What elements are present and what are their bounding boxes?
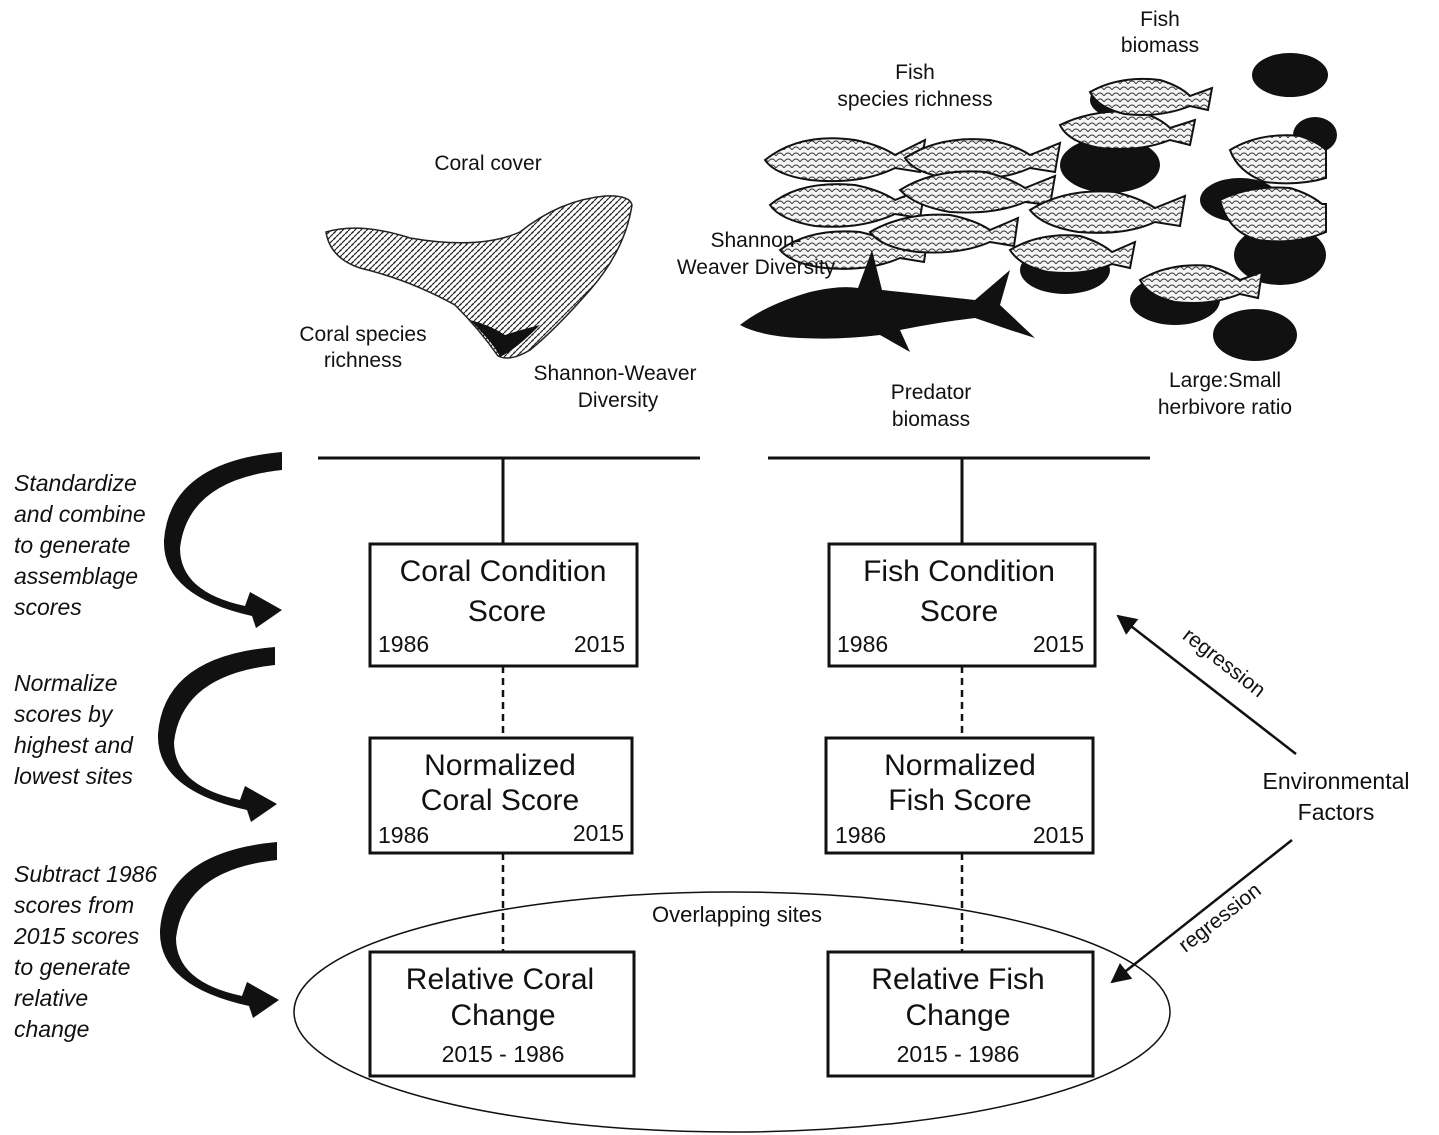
fish-illustration bbox=[740, 53, 1337, 361]
svg-text:highest and: highest and bbox=[14, 732, 134, 758]
label-predator-1: Predator bbox=[891, 381, 972, 404]
metric-labels: Coral cover Coral species richness Shann… bbox=[299, 8, 1292, 431]
regression-label-upper: regression bbox=[1178, 624, 1269, 702]
overlapping-sites-label: Overlapping sites bbox=[652, 902, 822, 927]
curved-arrow-icon bbox=[159, 842, 279, 1018]
regression-arrow-upper bbox=[1116, 614, 1297, 755]
svg-text:assemblage: assemblage bbox=[14, 563, 138, 589]
svg-text:scores from: scores from bbox=[14, 892, 134, 918]
fish-normalized-year-left: 1986 bbox=[835, 822, 886, 848]
coral-condition-box: Coral Condition Score 1986 2015 bbox=[368, 542, 639, 668]
fish-change-years: 2015 - 1986 bbox=[897, 1041, 1020, 1067]
label-fish-richness-2: species richness bbox=[837, 88, 992, 111]
fish-condition-box: Fish Condition Score 1986 2015 bbox=[827, 542, 1097, 668]
svg-text:scores: scores bbox=[14, 594, 82, 620]
curved-arrow-icon bbox=[157, 647, 277, 822]
coral-normalized-title-2: Coral Score bbox=[421, 784, 579, 817]
environmental-label-1: Environmental bbox=[1262, 768, 1409, 794]
overlapping-sites-ellipse bbox=[293, 891, 1171, 1133]
label-coral-richness-1: Coral species bbox=[299, 323, 426, 346]
label-fish-richness-1: Fish bbox=[895, 61, 935, 84]
svg-text:and combine: and combine bbox=[14, 501, 146, 527]
label-fish-biomass-2: biomass bbox=[1121, 34, 1199, 57]
fish-condition-title-2: Score bbox=[920, 595, 998, 628]
coral-normalized-year-right: 2015 bbox=[573, 820, 624, 846]
label-fish-biomass-1: Fish bbox=[1140, 8, 1180, 31]
svg-text:scores by: scores by bbox=[14, 701, 114, 727]
label-fish-diversity-2: Weaver Diversity bbox=[677, 256, 836, 279]
svg-text:lowest sites: lowest sites bbox=[14, 763, 133, 789]
fish-normalized-box: Normalized Fish Score 1986 2015 bbox=[824, 736, 1095, 855]
label-predator-2: biomass bbox=[892, 408, 970, 431]
connectors bbox=[318, 456, 1150, 952]
coral-condition-year-right: 2015 bbox=[574, 631, 625, 657]
svg-text:Standardize: Standardize bbox=[14, 470, 137, 496]
step-1-text: Standardize and combine to generate asse… bbox=[14, 470, 146, 620]
label-coral-cover: Coral cover bbox=[434, 152, 541, 175]
coral-normalized-box: Normalized Coral Score 1986 2015 bbox=[368, 736, 634, 855]
label-coral-richness-2: richness bbox=[324, 349, 402, 372]
coral-condition-title-1: Coral Condition bbox=[400, 555, 607, 588]
svg-text:Normalize: Normalize bbox=[14, 670, 118, 696]
coral-normalized-title-1: Normalized bbox=[424, 749, 576, 782]
curved-arrow-icon bbox=[163, 452, 282, 628]
fish-change-title-1: Relative Fish bbox=[871, 963, 1044, 996]
fish-change-title-2: Change bbox=[905, 999, 1010, 1032]
svg-text:Subtract 1986: Subtract 1986 bbox=[14, 861, 157, 887]
svg-text:change: change bbox=[14, 1016, 89, 1042]
fish-normalized-year-right: 2015 bbox=[1033, 822, 1084, 848]
coral-normalized-year-left: 1986 bbox=[378, 822, 429, 848]
fish-condition-title-1: Fish Condition bbox=[863, 555, 1055, 588]
fish-normalized-title-2: Fish Score bbox=[888, 784, 1031, 817]
fish-normalized-title-1: Normalized bbox=[884, 749, 1036, 782]
coral-change-years: 2015 - 1986 bbox=[442, 1041, 565, 1067]
fish-condition-year-left: 1986 bbox=[837, 631, 888, 657]
regression-label-lower: regression bbox=[1174, 879, 1265, 957]
label-herbivore-2: herbivore ratio bbox=[1158, 396, 1292, 419]
label-herbivore-1: Large:Small bbox=[1169, 369, 1281, 392]
svg-text:2015 scores: 2015 scores bbox=[13, 923, 140, 949]
regression-arrow-lower bbox=[1110, 839, 1293, 984]
step-arrows bbox=[157, 452, 282, 1018]
coral-condition-title-2: Score bbox=[468, 595, 546, 628]
coral-condition-year-left: 1986 bbox=[378, 631, 429, 657]
label-fish-diversity-1: Shannon- bbox=[710, 229, 801, 252]
svg-text:relative: relative bbox=[14, 985, 88, 1011]
svg-text:to generate: to generate bbox=[14, 532, 130, 558]
label-coral-diversity-2: Diversity bbox=[578, 389, 659, 412]
label-coral-diversity-1: Shannon-Weaver bbox=[533, 362, 696, 385]
step-3-text: Subtract 1986 scores from 2015 scores to… bbox=[13, 861, 157, 1042]
fish-condition-year-right: 2015 bbox=[1033, 631, 1084, 657]
fish-change-box: Relative Fish Change 2015 - 1986 bbox=[826, 950, 1095, 1078]
coral-change-title-2: Change bbox=[450, 999, 555, 1032]
step-2-text: Normalize scores by highest and lowest s… bbox=[14, 670, 134, 789]
coral-illustration bbox=[325, 195, 633, 359]
coral-change-box: Relative Coral Change 2015 - 1986 bbox=[368, 950, 636, 1078]
coral-change-title-1: Relative Coral bbox=[406, 963, 594, 996]
svg-text:to generate: to generate bbox=[14, 954, 130, 980]
environmental-label-2: Factors bbox=[1298, 799, 1375, 825]
